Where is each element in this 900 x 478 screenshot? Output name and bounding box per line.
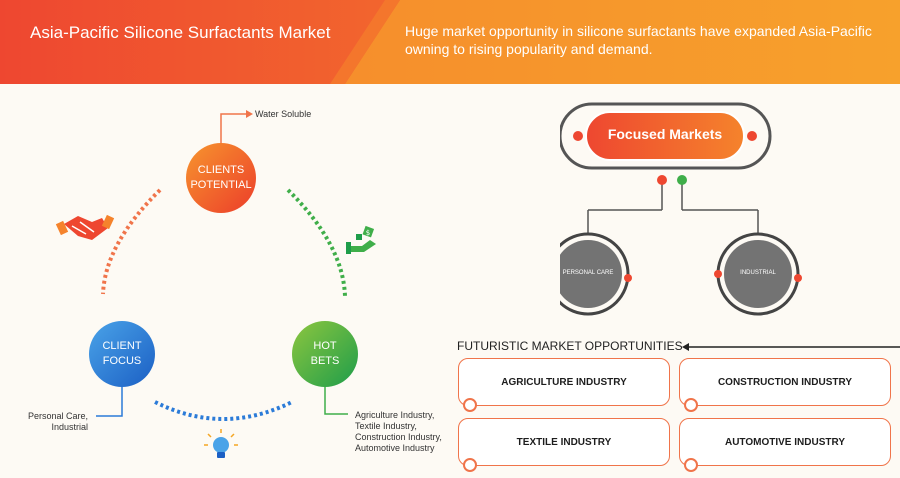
client-focus-circle [89,321,155,387]
arc-right [286,188,347,297]
focused-markets-tree [560,102,802,316]
hot-bets-note-automotive: Automotive Industry [355,443,435,453]
arc-left [101,188,162,295]
focused-markets-title: Focused Markets [607,126,723,142]
arc-bottom [154,400,293,421]
hot-bets-label: HOT BETS [310,340,340,367]
opportunity-construction-label: CONSTRUCTION INDUSTRY [717,376,853,388]
cycle-diagram: $ [55,110,376,458]
header-description: Huge market opportunity in silicone surf… [405,23,872,57]
clients-potential-circle [186,143,256,213]
header-banner: Asia-Pacific Silicone Surfactants Market… [0,0,900,84]
client-focus-note-line2: Industrial [51,422,88,432]
client-focus-note-line1: Personal Care, [27,411,88,421]
hot-bets-notes: Agriculture Industry, Textile Industry, … [355,410,442,454]
hot-bets-note-construction: Construction Industry, [355,432,442,442]
svg-text:$: $ [366,229,370,237]
branch-dot-red [657,175,667,185]
client-focus-label: CLIENT FOCUS [102,340,142,367]
lightbulb-icon [204,429,238,458]
connector-hot-bets [324,384,348,415]
handshake-icon [55,214,115,240]
opportunity-construction: CONSTRUCTION INDUSTRY [679,358,891,412]
opportunity-automotive: AUTOMOTIVE INDUSTRY [679,418,891,472]
futuristic-heading: FUTURISTIC MARKET OPPORTUNITIES [457,339,683,353]
opportunity-agriculture: AGRICULTURE INDUSTRY [458,358,670,412]
market-industrial-label: INDUSTRIAL [740,270,776,276]
header-background [0,0,900,84]
opportunity-textile-label: TEXTILE INDUSTRY [516,436,612,448]
clients-potential-label: CLIENTS POTENTIAL [190,164,252,191]
branch-dot-green [677,175,687,185]
client-focus-note: Personal Care, Industrial [20,411,88,433]
focused-pill-ring [560,102,772,170]
money-hand-icon: $ [346,225,376,254]
connector-client-focus [96,384,123,417]
clients-potential-note: Water Soluble [255,109,312,119]
market-personal-care-label: PERSONAL CARE [562,270,614,276]
futuristic-arrow [682,343,900,351]
focused-pill [585,111,745,161]
hot-bets-note-agriculture: Agriculture Industry, [355,410,435,420]
hot-bets-note-textile: Textile Industry, [355,421,417,431]
opportunity-textile: TEXTILE INDUSTRY [458,418,670,472]
market-circle-industrial [724,240,792,308]
hot-bets-circle [292,321,358,387]
connector-clients-potential [220,113,246,144]
market-circle-personal-care [560,240,622,308]
header-title: Asia-Pacific Silicone Surfactants Market [30,23,331,42]
opportunity-automotive-label: AUTOMOTIVE INDUSTRY [724,436,845,448]
opportunity-agriculture-label: AGRICULTURE INDUSTRY [501,376,627,388]
